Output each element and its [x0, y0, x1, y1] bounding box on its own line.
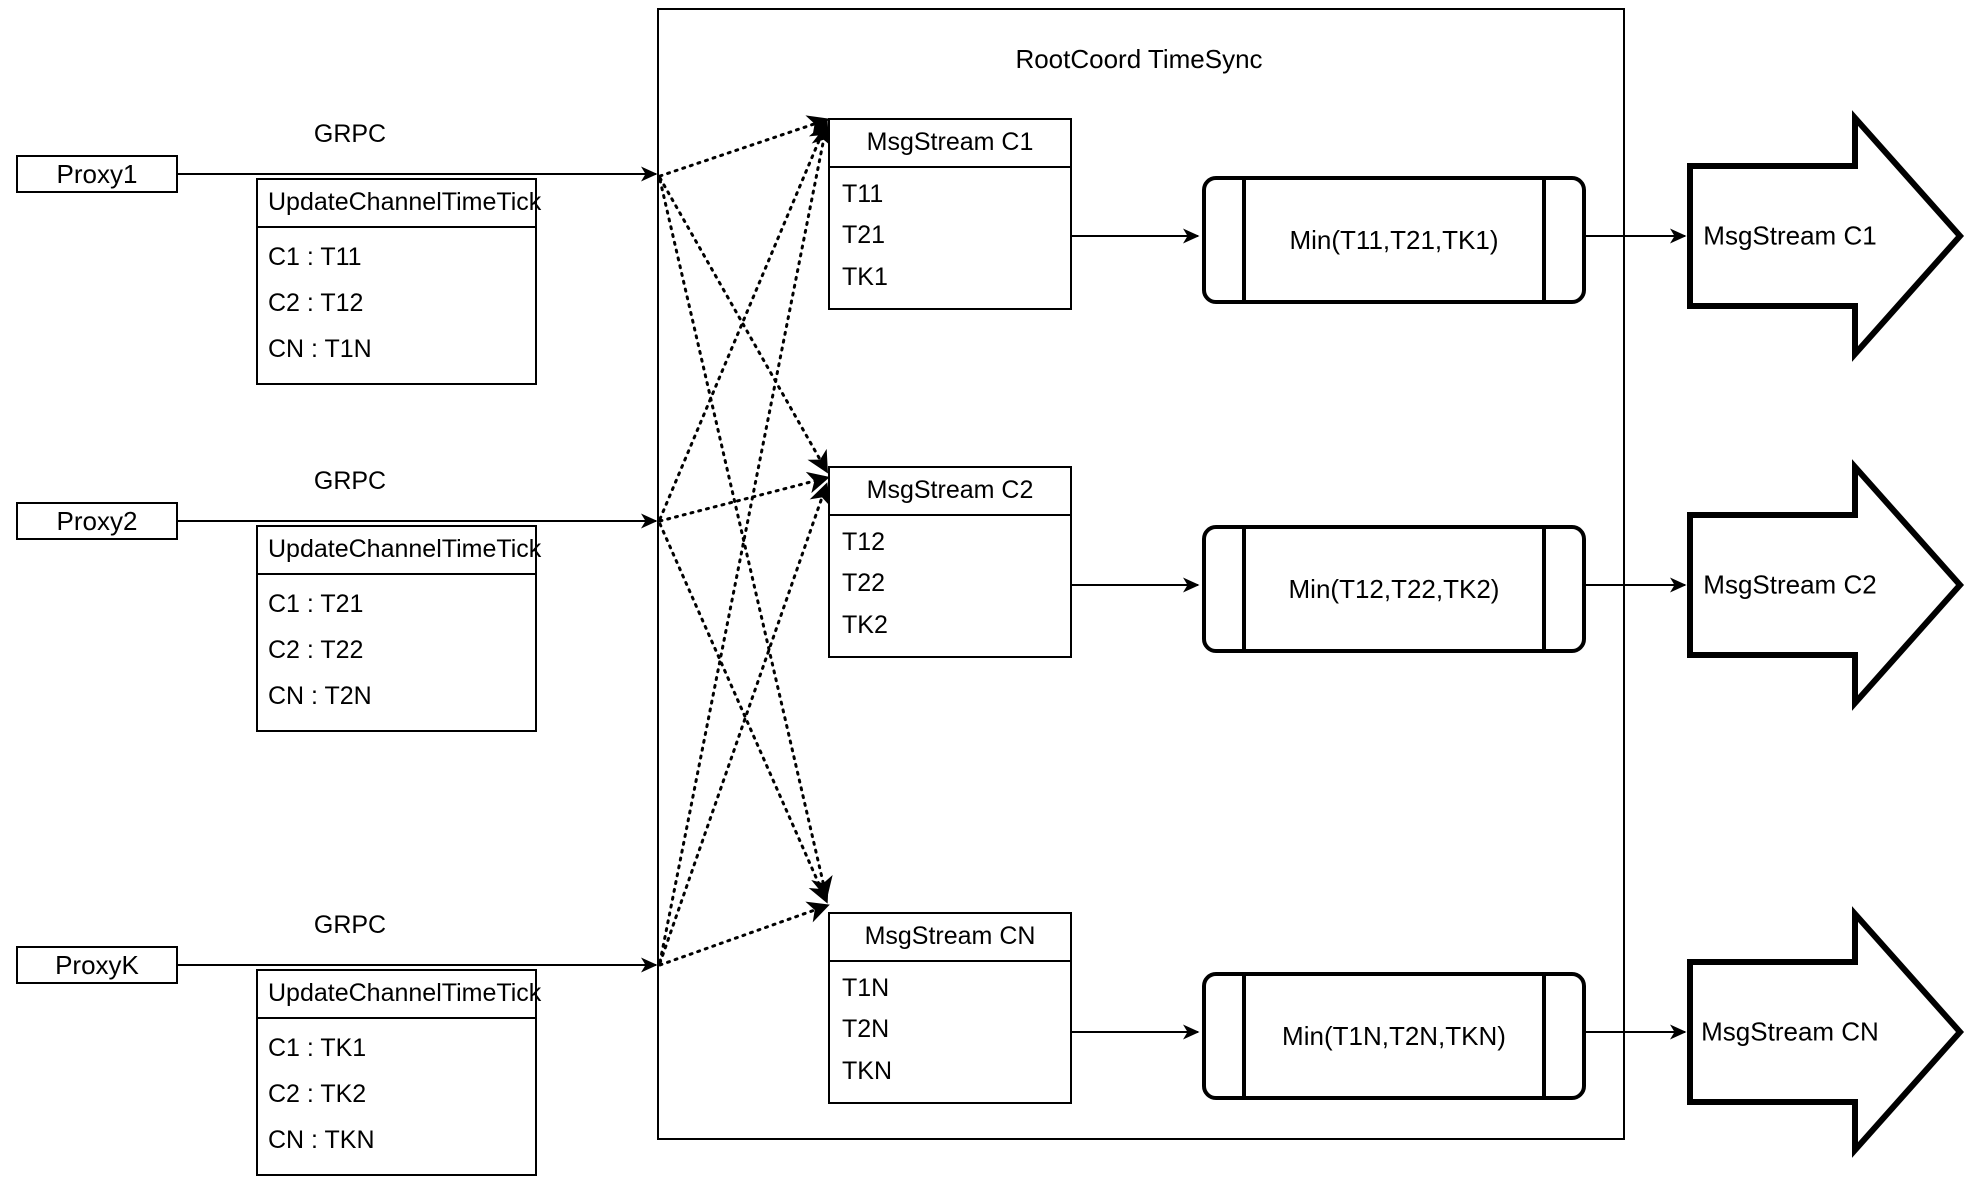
rootcoord-timesync-container — [657, 8, 1625, 1140]
process-bar-left — [1242, 179, 1246, 301]
grpc-label-1: GRPC — [313, 120, 387, 148]
proxy-label-1: Proxy1 — [56, 159, 138, 189]
min-process-3: Min(T1N,T2N,TKN) — [1202, 972, 1586, 1100]
msgstream-row: T22 — [842, 569, 886, 598]
tick-row: C2 : T22 — [268, 635, 364, 664]
process-bar-right — [1542, 179, 1546, 301]
msgstream-header-1: MsgStream C1 — [830, 120, 1070, 168]
output-arrow-label-3: MsgStream CN — [1701, 1016, 1879, 1047]
proxy-box-1[interactable]: Proxy1 — [16, 155, 178, 193]
tick-row: C2 : T12 — [268, 288, 364, 317]
msgstream-table-1: MsgStream C1 T11 T21 TK1 — [828, 118, 1072, 310]
msgstream-row: T12 — [842, 528, 886, 557]
msgstream-row: TK2 — [842, 610, 888, 639]
tick-table-header-3: UpdateChannelTimeTick — [258, 971, 541, 1019]
msgstream-table-2: MsgStream C2 T12 T22 TK2 — [828, 466, 1072, 658]
min-process-1: Min(T11,T21,TK1) — [1202, 176, 1586, 304]
process-bar-left — [1242, 975, 1246, 1097]
grpc-label-2: GRPC — [313, 467, 387, 495]
tick-table-1: UpdateChannelTimeTick C1 : T11 C2 : T12 … — [256, 178, 541, 385]
proxy-label-2: Proxy2 — [56, 506, 138, 536]
msgstream-row: TKN — [842, 1056, 892, 1085]
process-bar-left — [1242, 528, 1246, 650]
min-process-label-2: Min(T12,T22,TK2) — [1288, 573, 1500, 604]
tick-row: C1 : T21 — [268, 589, 364, 618]
min-process-2: Min(T12,T22,TK2) — [1202, 525, 1586, 653]
msgstream-body-3: T1N T2N TKN — [830, 962, 1070, 1102]
tick-row: CN : T1N — [268, 335, 372, 364]
proxy-label-3: ProxyK — [55, 950, 139, 980]
msgstream-row: T1N — [842, 974, 890, 1003]
tick-row: C1 : TK1 — [268, 1033, 367, 1062]
output-arrow-3: MsgStream CN — [1690, 962, 1960, 1102]
msgstream-header-2: MsgStream C2 — [830, 468, 1070, 516]
tick-table-2: UpdateChannelTimeTick C1 : T21 C2 : T22 … — [256, 525, 541, 732]
output-arrow-1: MsgStream C1 — [1690, 166, 1960, 306]
msgstream-body-2: T12 T22 TK2 — [830, 516, 1070, 656]
tick-table-header-1: UpdateChannelTimeTick — [258, 180, 541, 228]
msgstream-header-3: MsgStream CN — [830, 914, 1070, 962]
output-arrow-2: MsgStream C2 — [1690, 515, 1960, 655]
tick-row: C1 : T11 — [268, 242, 362, 271]
process-bar-right — [1542, 528, 1546, 650]
msgstream-table-3: MsgStream CN T1N T2N TKN — [828, 912, 1072, 1104]
proxy-box-2[interactable]: Proxy2 — [16, 502, 178, 540]
min-process-label-1: Min(T11,T21,TK1) — [1289, 224, 1499, 255]
process-bar-right — [1542, 975, 1546, 1097]
output-arrow-label-1: MsgStream C1 — [1703, 220, 1877, 251]
tick-row: C2 : TK2 — [268, 1079, 367, 1108]
tick-table-body-2: C1 : T21 C2 : T22 CN : T2N — [258, 575, 535, 730]
output-arrow-label-2: MsgStream C2 — [1703, 569, 1877, 600]
msgstream-row: T2N — [842, 1015, 890, 1044]
msgstream-row: T21 — [842, 221, 886, 250]
msgstream-body-1: T11 T21 TK1 — [830, 168, 1070, 308]
proxy-box-3[interactable]: ProxyK — [16, 946, 178, 984]
msgstream-row: T11 — [842, 180, 884, 209]
min-process-label-3: Min(T1N,T2N,TKN) — [1282, 1020, 1506, 1051]
tick-row: CN : TKN — [268, 1126, 375, 1155]
tick-table-3: UpdateChannelTimeTick C1 : TK1 C2 : TK2 … — [256, 969, 541, 1176]
tick-row: CN : T2N — [268, 682, 372, 711]
grpc-label-3: GRPC — [313, 911, 387, 939]
msgstream-row: TK1 — [842, 262, 888, 291]
tick-table-body-3: C1 : TK1 C2 : TK2 CN : TKN — [258, 1019, 535, 1174]
tick-table-body-1: C1 : T11 C2 : T12 CN : T1N — [258, 228, 535, 383]
tick-table-header-2: UpdateChannelTimeTick — [258, 527, 541, 575]
container-title: RootCoord TimeSync — [1015, 44, 1263, 74]
